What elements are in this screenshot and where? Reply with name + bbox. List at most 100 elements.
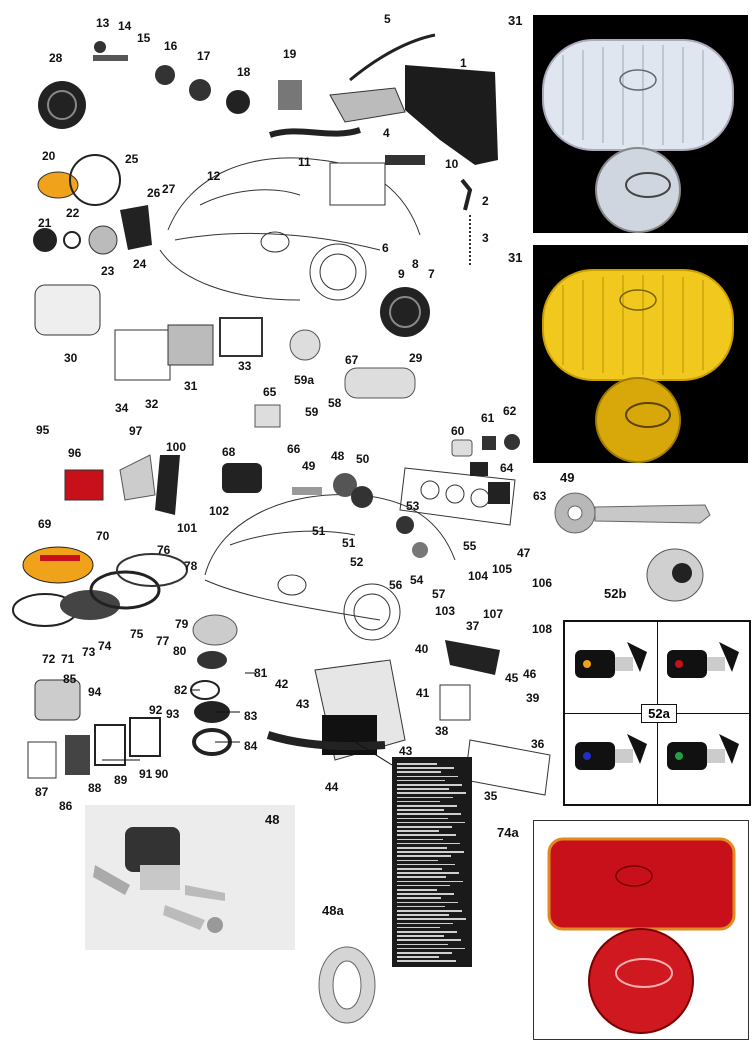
callout-91: 91 [139, 767, 153, 781]
callout-20: 20 [42, 149, 56, 163]
callout-47: 47 [517, 546, 531, 560]
label-ring: 48a [322, 903, 344, 918]
part-23-shape [88, 225, 118, 255]
callout-22: 22 [66, 206, 80, 220]
sheet-text-line [397, 779, 445, 782]
part-68-shape [222, 463, 262, 493]
callout-73: 73 [82, 645, 96, 659]
part-30-shape [34, 284, 101, 336]
callout-54: 54 [410, 573, 424, 587]
sheet-text-line [397, 784, 462, 786]
part-100-shape [155, 455, 180, 515]
part-10-shape [385, 155, 425, 165]
part-96-shape [64, 469, 104, 501]
callout-13: 13 [96, 16, 110, 30]
callout-82: 82 [174, 683, 188, 697]
photo-key [554, 492, 711, 534]
callout-75: 75 [130, 627, 144, 641]
part-74-shape [60, 590, 120, 620]
callout-92: 92 [149, 703, 163, 717]
part-50-shape [351, 486, 373, 508]
callout-31: 31 [184, 379, 198, 393]
part-64-shape [470, 462, 488, 476]
callout-57: 57 [432, 587, 446, 601]
callout-46: 46 [523, 667, 537, 681]
callout-40: 40 [415, 642, 429, 656]
callout-50: 50 [356, 452, 370, 466]
callout-51: 51 [312, 524, 326, 538]
part-37-shape [445, 640, 500, 675]
callout-34: 34 [115, 401, 129, 415]
part-49-shape [292, 487, 322, 495]
callout-103: 103 [435, 604, 456, 618]
sheet-text-line [397, 851, 464, 853]
callout-89: 89 [114, 773, 128, 787]
sheet-text-line [397, 905, 445, 908]
callout-74: 74 [98, 639, 112, 653]
callout-88: 88 [88, 781, 102, 795]
part-85-shape [34, 679, 81, 721]
callout-42: 42 [275, 677, 289, 691]
callout-39: 39 [526, 691, 540, 705]
callout-7: 7 [428, 267, 435, 281]
callout-17: 17 [197, 49, 211, 63]
part-20-shape [37, 171, 79, 199]
sheet-text-line [397, 826, 452, 828]
callout-33: 33 [238, 359, 252, 373]
label-key: 49 [560, 470, 575, 485]
callout-87: 87 [35, 785, 49, 799]
sheet-text-line [397, 809, 444, 811]
callout-107: 107 [483, 607, 504, 621]
part-33-shape [219, 317, 263, 357]
callout-102: 102 [209, 504, 230, 518]
part-88-shape [65, 735, 90, 775]
callout-21: 21 [38, 216, 52, 230]
part-59a-shape [289, 329, 321, 361]
part-13-shape [94, 41, 106, 53]
callout-95: 95 [36, 423, 50, 437]
callout-25: 25 [125, 152, 139, 166]
callout-104: 104 [468, 569, 489, 583]
callout-52: 52 [350, 555, 364, 569]
part-2-shape [460, 178, 473, 211]
part-62-shape [504, 434, 520, 450]
callout-106: 106 [532, 576, 553, 590]
callout-4: 4 [383, 126, 390, 140]
sheet-text-line [397, 910, 462, 912]
sheet-text-line [397, 926, 440, 929]
part-11-shape [269, 127, 361, 138]
callout-24: 24 [133, 257, 147, 271]
sheet-text-line [397, 918, 466, 920]
sheet-text-line [397, 842, 460, 845]
callout-11: 11 [298, 155, 311, 169]
sheet-text-line [397, 939, 461, 941]
callout-19: 19 [283, 47, 297, 61]
sheet-text-line [397, 775, 458, 778]
sheet-text-line [397, 792, 466, 794]
part-22-shape [63, 231, 81, 249]
part-60-shape [451, 439, 473, 457]
part-44-shape [266, 731, 386, 751]
sheet-text-line [397, 931, 457, 933]
callout-63: 63 [533, 489, 547, 503]
callout-15: 15 [137, 31, 151, 45]
part-5-shape [349, 33, 436, 82]
sheet-text-line [397, 889, 437, 891]
callout-32: 32 [145, 397, 159, 411]
part-65-shape [254, 404, 281, 428]
callout-79: 79 [175, 617, 189, 631]
sheet-text-line [397, 952, 452, 954]
sheet-text-line [397, 922, 453, 925]
sheet-text-line [397, 880, 463, 883]
photo-lens-clear [533, 15, 748, 233]
callout-64: 64 [500, 461, 514, 475]
callout-53: 53 [406, 499, 420, 513]
photo-ring [318, 946, 376, 1024]
sheet-text-line [397, 788, 449, 790]
sheet-text-line [397, 943, 448, 946]
callout-72: 72 [42, 652, 56, 666]
callout-85: 85 [63, 672, 77, 686]
leader-lines [102, 672, 393, 766]
callout-10: 10 [445, 157, 459, 171]
callout-70: 70 [96, 529, 110, 543]
